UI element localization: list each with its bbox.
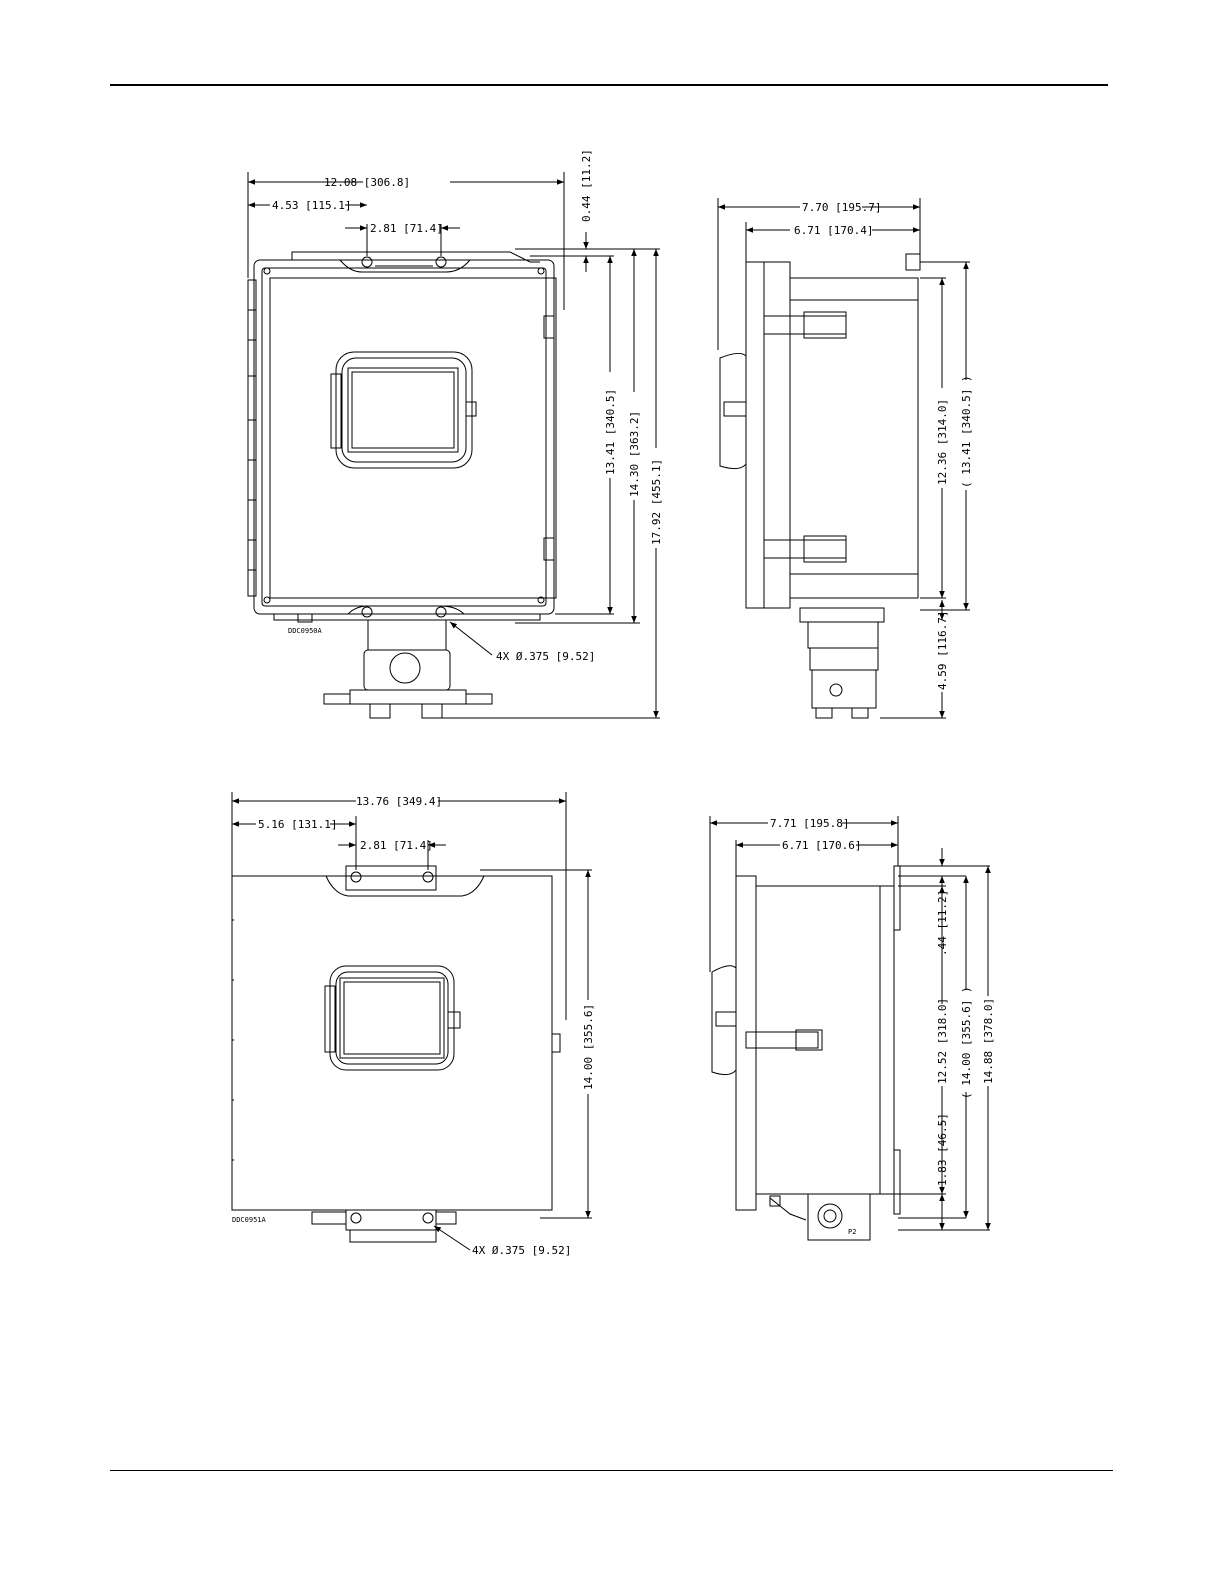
dim-overall-height-bottom: 14.88 [378.0] xyxy=(982,998,995,1084)
dim-body-depth-top: 6.71 [170.4] xyxy=(794,224,873,237)
drawing-id-top: DDC0950A xyxy=(288,627,323,635)
dim-offset-top: 4.53 [115.1] xyxy=(272,199,351,212)
dim-ref-height-top: ( 13.41 [340.5] ) xyxy=(960,375,973,488)
dim-depth-bottom: 7.71 [195.8] xyxy=(770,817,849,830)
dim-ref-height-bottom: ( 14.00 [355.6] ) xyxy=(960,986,973,1099)
dim-height-bottom: 14.00 [355.6] xyxy=(582,1004,595,1090)
callout-holes-top: 4X Ø.375 [9.52] xyxy=(496,650,595,663)
footer-rule xyxy=(110,1470,1113,1471)
dim-width-bottom: 13.76 [349.4] xyxy=(356,795,442,808)
dim-depth-top: 7.70 [195.7] xyxy=(802,201,881,214)
dim-overall-height-top: 17.92 [455.1] xyxy=(650,459,663,545)
dim-flange-offset-bottom: .44 [11.2] xyxy=(936,890,949,956)
side-view-bottom xyxy=(710,816,991,1240)
dim-mount-span-bottom: 12.52 [318.0] xyxy=(936,998,949,1084)
dim-hole-spacing-bottom: 2.81 [71.4] xyxy=(360,839,433,852)
dim-flange-offset-top: 0.44 [11.2] xyxy=(580,149,593,222)
port-label: P2 xyxy=(848,1228,856,1236)
dim-hole-spacing-top: 2.81 [71.4] xyxy=(370,222,443,235)
front-view-bottom xyxy=(232,792,592,1250)
dim-body-depth-bottom: 6.71 [170.6] xyxy=(782,839,861,852)
callout-holes-bottom: 4X Ø.375 [9.52] xyxy=(472,1244,571,1257)
dim-bottom-ext: 4.59 [116.7] xyxy=(936,611,949,690)
dim-mount-span-top: 12.36 [314.0] xyxy=(936,399,949,485)
drawing-id-bottom: DDC0951A xyxy=(232,1216,267,1224)
dim-bottom-offset: 1.83 [46.5] xyxy=(936,1113,949,1186)
dim-width-top: 12.08 [306.8] xyxy=(324,176,410,189)
header-rule xyxy=(110,84,1108,86)
dim-body-height: 14.30 [363.2] xyxy=(628,411,641,497)
front-view-top xyxy=(248,172,660,718)
dim-offset-bottom: 5.16 [131.1] xyxy=(258,818,337,831)
side-view-top xyxy=(718,198,970,718)
dim-door-height: 13.41 [340.5] xyxy=(604,389,617,475)
